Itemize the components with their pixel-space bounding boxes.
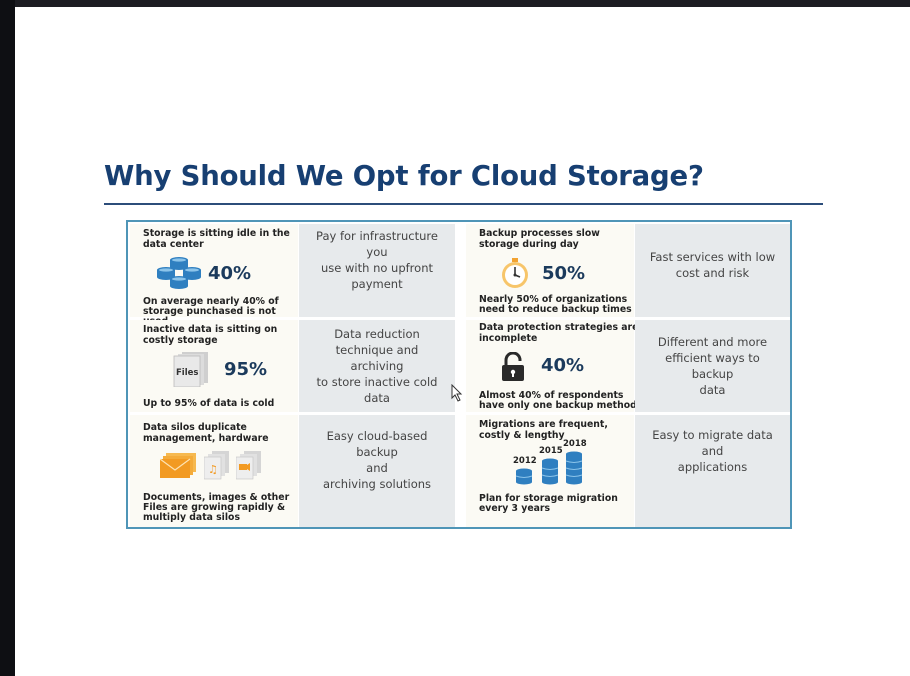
solution-line: applications — [677, 460, 748, 474]
svg-text:♫: ♫ — [208, 463, 218, 476]
music-files-icon: ♫ — [204, 451, 229, 480]
solution-line: and — [366, 461, 388, 475]
solution-line: to store inactive cold — [316, 375, 438, 389]
solution-line: efficient ways to backup — [665, 351, 760, 381]
solution-line: Different and more — [657, 335, 768, 349]
files-icon — [173, 352, 208, 387]
title-underline — [104, 203, 823, 205]
solution-line: Fast services with low — [649, 249, 776, 264]
solution-cell-easy-migration: Easy to migrate data and applications — [635, 415, 790, 527]
solution-line: Easy to migrate data and — [652, 428, 773, 458]
year-label: 2015 — [539, 446, 563, 456]
problem-cell-slow-backup: Backup processes slow storage during day… — [466, 224, 634, 317]
percent-value: 50% — [542, 263, 586, 284]
problem-cell-protection-incomplete: Data protection strategies are incomplet… — [466, 320, 638, 412]
problem-title: Migrations are frequent, costly & length… — [479, 419, 608, 441]
solution-cell-fast-services: Fast services with low cost and risk — [635, 224, 790, 317]
solution-line: data — [699, 383, 726, 397]
solution-line: use with no upfront — [321, 260, 433, 275]
problem-cell-migrations: Migrations are frequent, costly & length… — [466, 415, 634, 527]
database-stack-icon — [157, 257, 201, 289]
percent-value: 40% — [208, 263, 252, 284]
problem-title: Inactive data is sitting on costly stora… — [143, 324, 278, 346]
problem-title: Data protection strategies are incomplet… — [479, 322, 639, 344]
solution-cell-data-reduction: Data reduction technique and archiving t… — [299, 320, 455, 412]
comparison-grid: Storage is sitting idle in the data cent… — [126, 220, 792, 529]
solution-line: cost and risk — [675, 265, 750, 280]
problem-cell-idle-storage: Storage is sitting idle in the data cent… — [130, 224, 298, 327]
files-icon-label: Files — [176, 368, 199, 378]
window-left-bar — [0, 0, 15, 676]
problem-title: Storage is sitting idle in the data cent… — [143, 228, 290, 250]
problem-cell-data-silos: Data silos duplicate management, hardwar… — [130, 415, 298, 527]
envelopes-icon — [160, 453, 196, 478]
problem-footer: Up to 95% of data is cold — [143, 398, 275, 409]
solution-line: Pay for infrastructure you — [316, 228, 438, 259]
problem-cell-inactive-data: Inactive data is sitting on costly stora… — [130, 320, 298, 412]
mouse-pointer-icon — [451, 384, 463, 402]
problem-title: Data silos duplicate management, hardwar… — [143, 422, 269, 444]
solution-cell-pay-as-you-go: Pay for infrastructure you use with no u… — [299, 224, 455, 317]
growing-database-icon — [515, 451, 583, 485]
solution-line: Data reduction — [334, 327, 420, 341]
solution-cell-efficient-backup: Different and more efficient ways to bac… — [635, 320, 790, 412]
problem-footer: Almost 40% of respondents have only one … — [479, 390, 637, 411]
problem-footer: Nearly 50% of organizations need to redu… — [479, 294, 632, 315]
problem-title: Backup processes slow storage during day — [479, 228, 600, 250]
solution-line: Easy cloud-based backup — [326, 429, 428, 459]
year-label: 2018 — [563, 439, 587, 449]
solution-line: technique and archiving — [335, 343, 419, 373]
padlock-icon — [502, 352, 524, 381]
problem-footer: Documents, images & other Files are grow… — [143, 492, 290, 523]
solution-line: archiving solutions — [322, 477, 432, 491]
percent-value: 95% — [224, 359, 268, 380]
slide-title: Why Should We Opt for Cloud Storage? — [104, 160, 704, 192]
video-files-icon — [236, 451, 261, 480]
window-top-bar — [0, 0, 910, 7]
year-label: 2012 — [513, 456, 537, 466]
stopwatch-icon — [502, 258, 528, 288]
percent-value: 40% — [541, 355, 585, 376]
solution-line: data — [364, 391, 390, 405]
solution-line: payment — [351, 276, 403, 291]
solution-cell-cloud-backup: Easy cloud-based backup and archiving so… — [299, 415, 455, 527]
problem-footer: Plan for storage migration every 3 years — [479, 493, 618, 514]
